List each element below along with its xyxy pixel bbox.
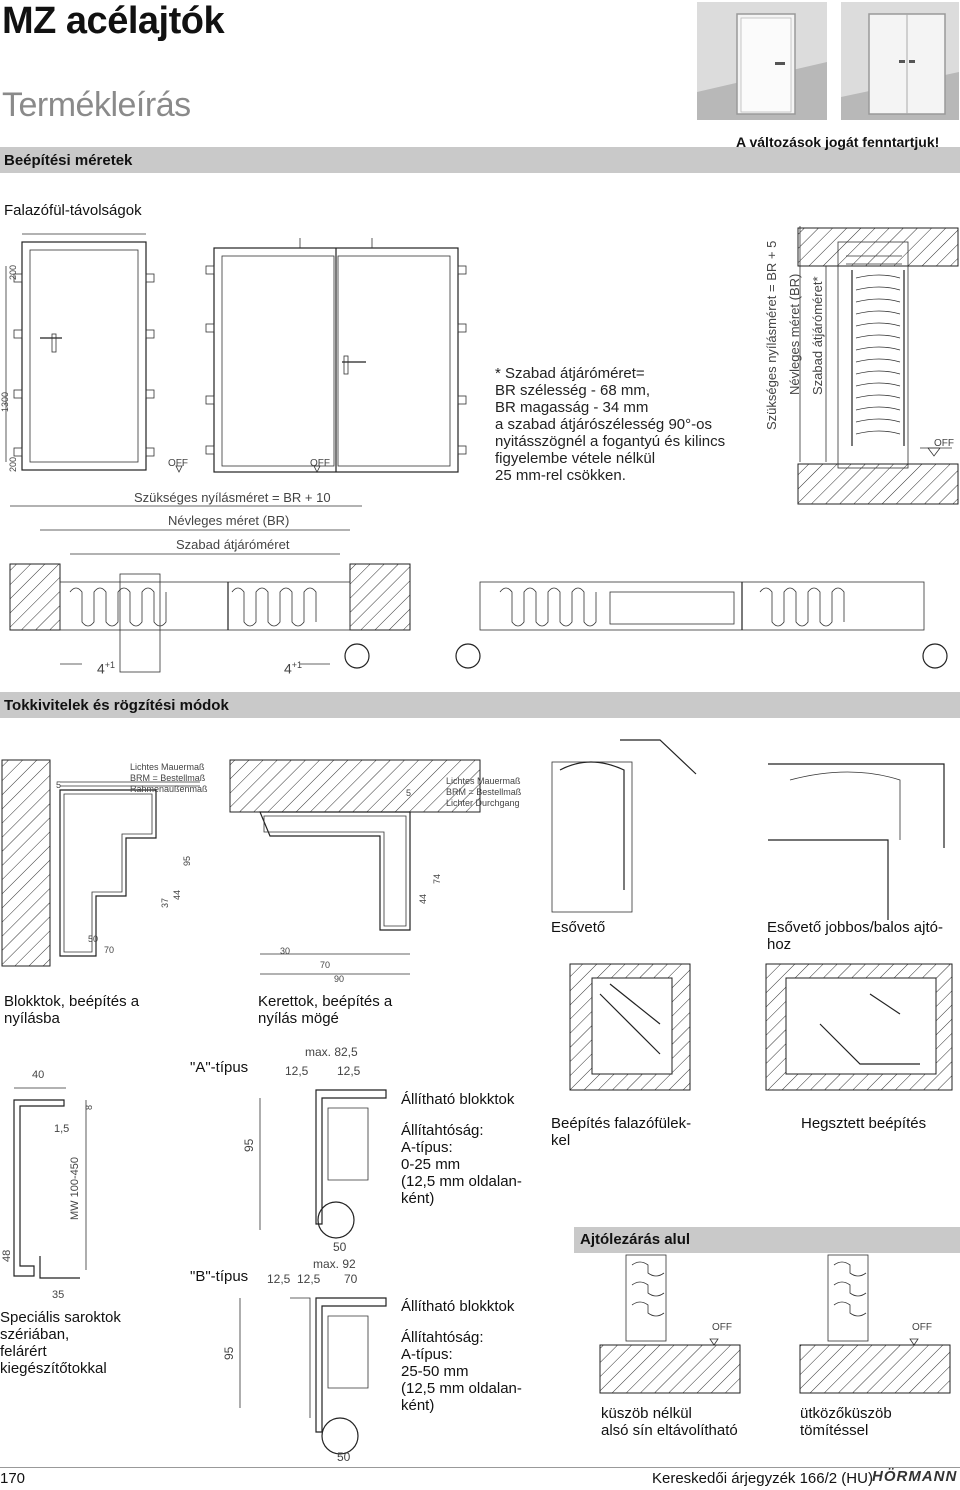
type-b-dim-50: 50 xyxy=(337,1450,351,1464)
section-bar xyxy=(0,147,960,173)
corner-frame-drawing xyxy=(13,1087,87,1279)
bottom-off-2: OFF xyxy=(912,1322,932,1333)
frame-dim-30: 30 xyxy=(280,946,291,956)
frame-label-opening: Lichtes Mauermaß xyxy=(446,776,521,786)
gap-right-tolerance: +1 xyxy=(291,660,303,670)
frame-dim-44: 44 xyxy=(418,893,428,904)
frame-dim-70: 70 xyxy=(320,960,331,970)
type-b-dim-70: 70 xyxy=(344,1272,358,1286)
type-b-label: "B"-típus xyxy=(190,1268,249,1285)
block-label-outer: Rahmenaußenmaß xyxy=(130,784,208,794)
corner-dim-1-5: 1,5 xyxy=(54,1123,70,1135)
tokk-heading: Tokkivitelek és rögzítési módok xyxy=(4,697,229,714)
catalog-reference: Kereskedői árjegyzék 166/2 (HU) xyxy=(652,1470,873,1487)
passage-note: * Szabad átjáróméret= BR szélesség - 68 … xyxy=(495,365,726,484)
frame-dim-74: 74 xyxy=(432,873,442,884)
bottom-seal-drawings xyxy=(599,1254,951,1394)
vert-label-passage: Szabad átjáróméret* xyxy=(810,276,825,395)
block-caption: Blokktok, beépítés a nyílásba xyxy=(4,993,140,1027)
type-a-desc: Állítahtóság: A-típus: 0-25 mm (12,5 mm … xyxy=(401,1122,522,1207)
type-a-dim-95: 95 xyxy=(242,1138,256,1152)
off-label-right: OFF xyxy=(934,438,954,449)
page-subtitle: Termékleírás xyxy=(2,86,191,124)
plan-dim-nominal: Névleges méret (BR) xyxy=(168,513,290,528)
type-b-dim-b: 12,5 xyxy=(297,1272,321,1286)
tokk-bar xyxy=(0,692,960,718)
plan-section-drawing xyxy=(9,505,948,673)
single-door-photo xyxy=(697,2,827,120)
tokk-drawings xyxy=(1,739,945,975)
bottom-off-1: OFF xyxy=(712,1322,732,1333)
type-b-dim-95: 95 xyxy=(222,1346,236,1360)
rights-notice: A változások jogát fenntartjuk! xyxy=(736,134,940,150)
mounting-drawings xyxy=(569,963,953,1091)
gap-left: 4+1 xyxy=(97,660,115,677)
type-b-drawing xyxy=(239,1297,387,1455)
gap-left-tolerance: +1 xyxy=(104,660,116,670)
vert-label-nominal: Névleges méret (BR) xyxy=(787,273,802,395)
frame-caption: Kerettok, beépítés a nyílás mögé xyxy=(258,993,393,1027)
double-door-image xyxy=(841,2,959,120)
bottom-caption-1: küszöb nélkül alsó sín eltávolítható xyxy=(601,1405,738,1439)
corner-dim-8: 8 xyxy=(84,1104,94,1110)
falazo-heading: Falazófül-távolságok xyxy=(4,202,142,219)
type-a-max: max. 82,5 xyxy=(305,1045,358,1059)
gap-right-value: 4 xyxy=(284,660,292,677)
type-b-title: Állítható blokktok xyxy=(401,1298,515,1315)
bottom-caption-2: ütközőküszöb tömítéssel xyxy=(800,1405,892,1439)
block-label-opening: Lichtes Mauermaß xyxy=(130,762,205,772)
footer-rule xyxy=(0,1467,960,1468)
off-label-mid: OFF xyxy=(310,458,330,469)
section-label: Beépítési méretek xyxy=(4,152,133,169)
frame-label-order: BRM = Bestellmaß xyxy=(446,787,522,797)
block-dim-95: 95 xyxy=(182,855,192,866)
mount-welded-label: Hegsztett beépítés xyxy=(801,1115,927,1132)
block-dim-70: 70 xyxy=(104,945,115,955)
gap-right: 4+1 xyxy=(284,660,302,677)
type-a-dim-50: 50 xyxy=(333,1240,347,1254)
frame-dim-5: 5 xyxy=(406,788,412,798)
corner-dim-48: 48 xyxy=(1,1249,13,1262)
corner-dim-35: 35 xyxy=(52,1289,65,1301)
dim-200-top: 200 xyxy=(8,264,18,280)
falazo-drawing xyxy=(5,226,959,505)
plan-dim-passage: Szabad átjáróméret xyxy=(176,537,290,552)
gap-left-value: 4 xyxy=(97,660,105,677)
page-number: 170 xyxy=(0,1470,26,1487)
mount-wall-label: Beépítés falazófülek- kel xyxy=(551,1115,692,1149)
corner-dim-mw: MW 100-450 xyxy=(69,1157,81,1220)
single-door-image xyxy=(697,2,827,120)
dim-200-bottom: 200 xyxy=(8,456,18,472)
type-b-dim-a: 12,5 xyxy=(267,1272,291,1286)
bottom-seal-heading: Ajtólezárás alul xyxy=(580,1231,691,1248)
page-title: MZ acélajtók xyxy=(2,0,225,42)
bottom-seal-bar xyxy=(574,1227,960,1253)
dim-1300: 1300 xyxy=(0,391,10,412)
type-a-dim-b: 12,5 xyxy=(337,1064,361,1078)
esoveto-label: Esővető xyxy=(551,919,606,936)
double-door-photo xyxy=(841,2,959,120)
frame-dim-90: 90 xyxy=(334,974,345,984)
plan-dim-opening: Szükséges nyílásméret = BR + 10 xyxy=(134,490,331,505)
block-label-order: BRM = Bestellmaß xyxy=(130,773,206,783)
type-b-desc: Állítahtóság: A-típus: 25-50 mm (12,5 mm… xyxy=(401,1329,522,1414)
block-dim-37: 37 xyxy=(160,897,170,908)
type-a-title: Állítható blokktok xyxy=(401,1091,515,1108)
brand-logo: HÖRMANN xyxy=(872,1468,958,1485)
block-dim-50: 50 xyxy=(88,934,99,944)
corner-dim-40: 40 xyxy=(32,1069,45,1081)
esoveto-side-label: Esővető jobbos/balos ajtó- hoz xyxy=(767,919,943,953)
block-dim-44: 44 xyxy=(172,889,182,900)
corner-caption: Speciális saroktok szériában, felárért k… xyxy=(0,1309,121,1377)
vert-label-opening: Szükséges nyílásméret = BR + 5 xyxy=(764,240,779,430)
type-a-drawing xyxy=(259,1089,387,1239)
type-a-dim-a: 12,5 xyxy=(285,1064,309,1078)
block-dim-5: 5 xyxy=(56,780,62,790)
frame-label-clear: Lichter Durchgang xyxy=(446,798,520,808)
type-b-max: max. 92 xyxy=(313,1257,356,1271)
off-label-left: OFF xyxy=(168,458,188,469)
type-a-label: "A"-típus xyxy=(190,1059,249,1076)
